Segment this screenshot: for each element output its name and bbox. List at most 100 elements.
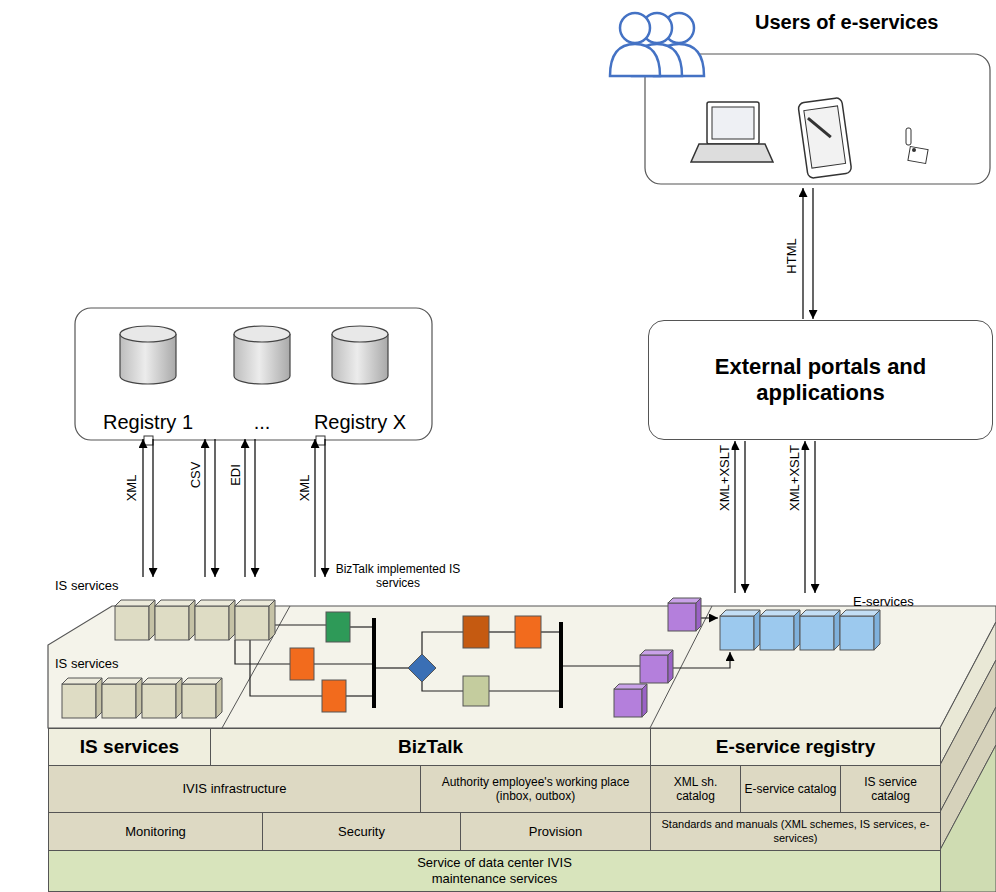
cube-icon: [182, 678, 222, 718]
tablet-icon: [798, 97, 852, 178]
cube-icon-part: [102, 678, 142, 684]
node-label: Registry X: [300, 410, 420, 434]
cube-icon-part: [235, 606, 269, 640]
arrow-line: [314, 439, 315, 577]
layer-band: E-service registry: [650, 728, 941, 766]
node-label: Authority employee's working place (inbo…: [421, 775, 650, 804]
cube-icon-part: [195, 606, 229, 640]
arrow-line: [802, 188, 803, 319]
cube-icon-part: [62, 678, 102, 684]
cube-icon-part: [155, 606, 189, 640]
registry-cylinder: Registry X: [300, 318, 420, 438]
user-figure-part: [620, 13, 650, 43]
biztalk-flow-wires-part: [346, 695, 372, 696]
cube-icon-part: [189, 600, 195, 640]
registry-cylinder: ...: [202, 318, 300, 438]
biztalk-flow-wires-part: [489, 631, 515, 632]
cube-icon-part: [720, 610, 760, 616]
user-figure: [610, 13, 660, 76]
cube-icon: [235, 600, 275, 640]
annotation-label: BizTalk implemented IS services: [328, 562, 468, 591]
registry-group-box: [75, 308, 432, 445]
laptop-icon-part: [691, 144, 773, 162]
node-label: Users of e-services: [755, 10, 991, 34]
purple-cubes-part: [696, 598, 701, 631]
layer-band: Security: [262, 812, 461, 851]
cube-icon-part: [874, 610, 880, 650]
biztalk-flow-shapes-part: [559, 622, 563, 708]
cube-icon-part: [720, 616, 754, 650]
node-label: BizTalk: [211, 736, 650, 759]
biztalk-flow-shapes-part: [290, 648, 314, 680]
cube-icon-part: [754, 610, 760, 650]
cube-icon-part: [182, 678, 222, 684]
platform-slab: [48, 606, 996, 892]
edge-label: XML: [124, 473, 139, 504]
cube-icon: [155, 600, 195, 640]
cube-icon-part: [834, 610, 840, 650]
layer-band: Standards and manuals (XML schemes, IS s…: [650, 812, 941, 851]
node-label: E-services: [853, 594, 915, 610]
arrow-line: [734, 441, 735, 593]
database-cylinder: [120, 326, 176, 384]
layer-band: IS service catalog: [840, 765, 941, 813]
edge-label: XML+XSLT: [787, 443, 802, 513]
cube-icon: [720, 610, 760, 650]
node-label: IVIS infrastructure: [49, 781, 420, 797]
tablet-icon-part: [804, 106, 846, 168]
registry-group-box-part: [144, 436, 153, 445]
cube-icon: [102, 678, 142, 718]
laptop-icon-part: [707, 102, 759, 144]
layer-band: IS services: [48, 728, 211, 766]
node-label: IS services: [55, 578, 119, 594]
node-label: IS service catalog: [841, 775, 940, 804]
cube-icon-part: [96, 678, 102, 718]
is-service-cubes: IS services: [52, 656, 222, 720]
node-label: Security: [263, 824, 460, 840]
registry-group-box-part: [75, 308, 432, 440]
cube-icon-part: [102, 684, 136, 718]
purple-cubes-part: [640, 655, 668, 683]
arrow-line: [142, 439, 143, 577]
biztalk-flow-wires-part: [235, 640, 290, 664]
user-figure-part: [610, 44, 660, 76]
biztalk-flow-wires-part: [563, 665, 640, 666]
cube-icon-part: [760, 610, 800, 616]
biztalk-flow-shapes-part: [372, 618, 376, 708]
arrow-line: [254, 439, 255, 577]
layer-band: Monitoring: [48, 812, 263, 851]
cube-icon-part: [62, 684, 96, 718]
biztalk-flow-shapes-part: [515, 616, 541, 648]
cube-icon-part: [182, 684, 216, 718]
pen-device-icon: [906, 128, 928, 163]
edge-label: XML+XSLT: [717, 443, 732, 513]
laptop-icon: [691, 102, 773, 162]
database-cylinder-part: [120, 326, 176, 342]
node-label: IS services: [55, 656, 119, 672]
purple-cubes-part: [614, 689, 642, 717]
biztalk-flow-wires-part: [250, 640, 322, 696]
biztalk-flow-shapes-part: [408, 654, 436, 682]
cube-icon-part: [115, 600, 155, 606]
cube-icon-part: [800, 610, 840, 616]
data-flow-arrow: [735, 441, 745, 593]
cube-icon-part: [840, 616, 874, 650]
database-cylinder-part: [234, 326, 290, 342]
biztalk-flow-shapes-part: [463, 676, 489, 706]
cube-icon-part: [800, 616, 834, 650]
e-service-cubes: E-services: [715, 594, 915, 650]
laptop-icon-part: [712, 107, 754, 139]
purple-cubes-part: [668, 650, 673, 683]
platform-slab-part: [940, 745, 996, 892]
node-label: IS services: [49, 736, 210, 759]
biztalk-flow-wires-part: [350, 626, 372, 627]
cube-icon-part: [195, 600, 235, 606]
registry-group-box-part: [316, 436, 325, 445]
users-panel: Users of e-services: [605, 4, 993, 187]
biztalk-flow-wires-part: [673, 652, 730, 668]
biztalk-flow-wires-part: [314, 663, 372, 664]
data-flow-arrow: [205, 439, 215, 577]
layer-band: Authority employee's working place (inbo…: [420, 765, 651, 813]
arrow-line: [804, 441, 805, 593]
